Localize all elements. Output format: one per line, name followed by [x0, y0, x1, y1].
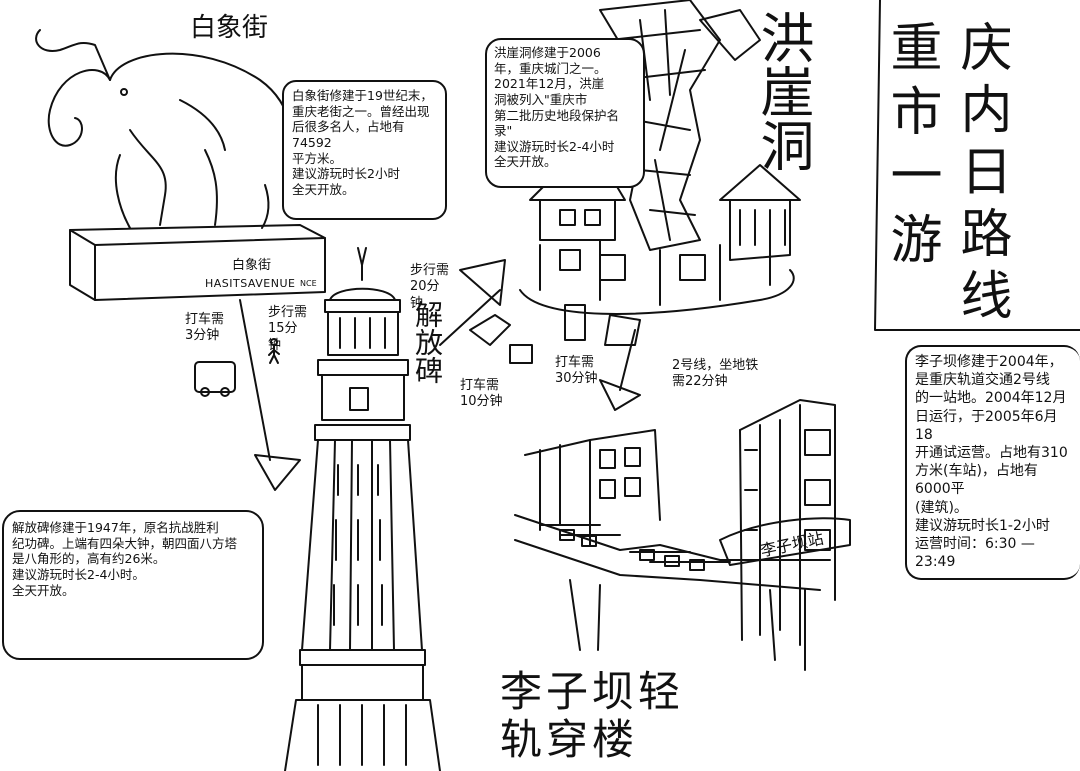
liziba-info-box: 李子坝修建于2004年， 是重庆轨道交通2号线 的一站地。2004年12月 日运…	[905, 345, 1080, 580]
hongyadong-desc: 洪崖洞修建于2006 年，重庆城门之一。 2021年12月，洪崖 洞被列入"重庆…	[494, 45, 620, 170]
liziba-label: 李子坝轻轨穿楼	[500, 667, 685, 765]
pedestal-en-label: HASITSAVENUE	[205, 277, 296, 290]
baixiangjie-info-box: 白象街修建于19世纪末， 重庆老街之一。曾经出现 后很多名人，占地有74592 …	[282, 80, 447, 220]
title-col-2: 庆内日路线	[951, 20, 1011, 330]
baixiangjie-label: 白象街	[190, 13, 269, 43]
elephant-statue-icon	[35, 29, 294, 229]
car-icon	[469, 314, 533, 364]
arrow-up-right	[439, 289, 501, 346]
baixiangjie-desc: 白象街修建于19世纪末， 重庆老街之一。曾经出现 后很多名人，占地有74592 …	[292, 88, 433, 197]
elephant-pedestal	[69, 224, 326, 301]
transport-walk-20: 步行需 20分 钟	[410, 263, 450, 311]
walking-person-icon	[268, 338, 280, 364]
route-arrows	[239, 259, 641, 491]
transport-taxi-10: 打车需 10分钟	[460, 378, 503, 410]
car-icon-2	[564, 304, 641, 346]
title-frame	[874, 0, 1080, 331]
pedestal-small-label: NCE	[300, 279, 317, 288]
hongyadong-building-icon	[519, 0, 801, 315]
liziba-desc: 李子坝修建于2004年， 是重庆轨道交通2号线 的一站地。2004年12月 日运…	[915, 354, 1068, 571]
jiefangbei-info-box: 解放碑修建于1947年，原名抗战胜利 纪功碑。上端有四朵大钟，朝四面八方塔 是八…	[2, 510, 264, 660]
hongyadong-label: 洪崖洞	[751, 10, 814, 172]
transport-walk-15: 步行需 15分 钟	[268, 305, 308, 353]
transport-taxi-30: 打车需 30分钟	[555, 355, 598, 387]
jiefangbei-desc: 解放碑修建于1947年，原名抗战胜利 纪功碑。上端有四朵大钟，朝四面八方塔 是八…	[12, 520, 238, 598]
jiefangbei-label: 解放碑	[411, 300, 444, 384]
jiefangbei-tower-icon	[284, 247, 441, 771]
arrow-down-left	[239, 299, 271, 461]
liziba-monorail-icon	[514, 399, 851, 671]
transport-metro: 2号线，坐地铁 需22分钟	[672, 358, 759, 390]
title-col-1: 重市一游	[881, 20, 941, 276]
taxi-icon	[194, 361, 236, 397]
transport-taxi-3: 打车需 3分钟	[185, 312, 225, 344]
hongyadong-info-box: 洪崖洞修建于2006 年，重庆城门之一。 2021年12月，洪崖 洞被列入"重庆…	[485, 38, 645, 188]
pedestal-label: 白象街	[232, 258, 272, 273]
